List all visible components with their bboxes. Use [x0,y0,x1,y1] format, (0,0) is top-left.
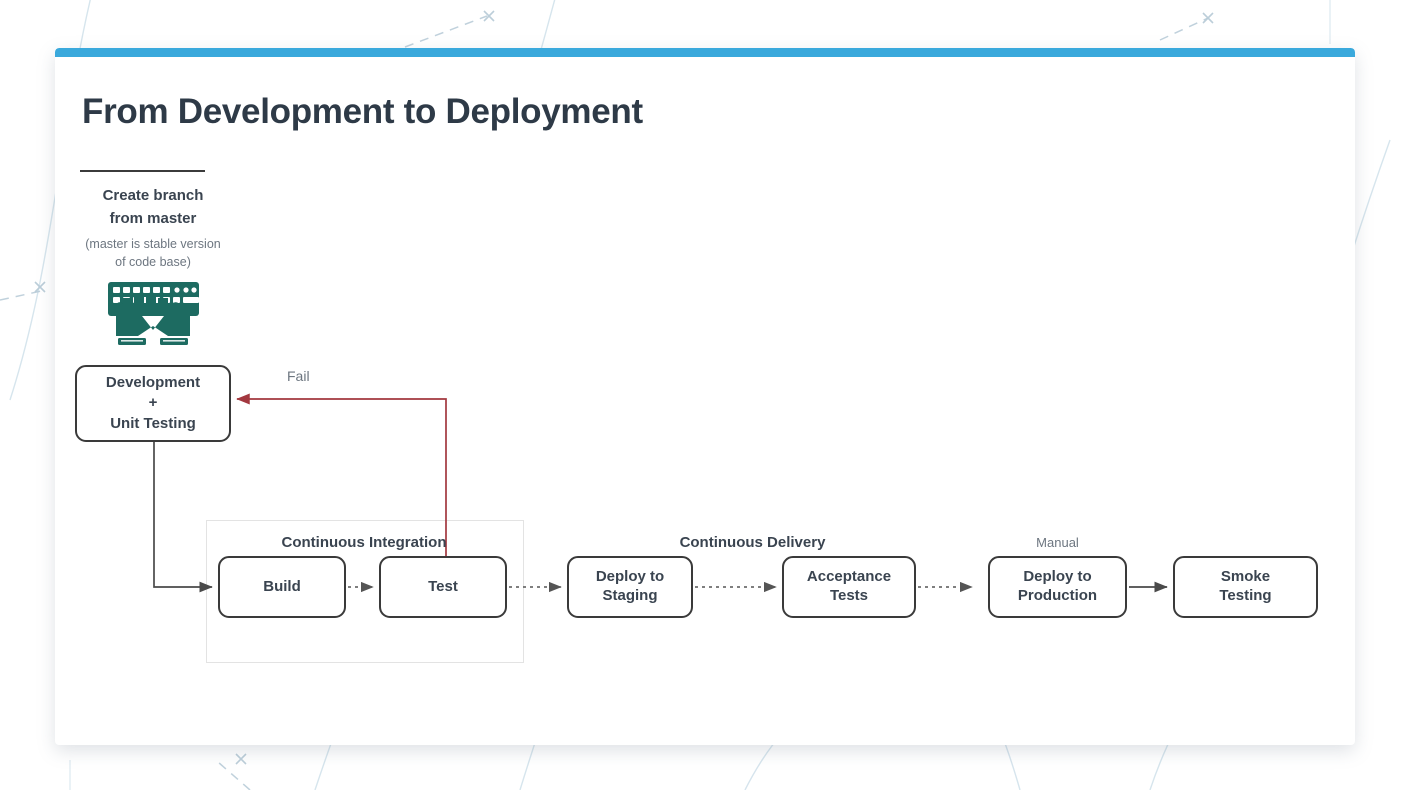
node-deploy-production-line1: Deploy to [1023,568,1092,586]
node-test[interactable]: Test [379,556,507,618]
node-acceptance-tests-line1: Acceptance [806,568,892,586]
node-smoke-testing[interactable]: Smoke Testing [1173,556,1318,618]
node-development-line2: + [148,394,158,412]
flow-connectors [153,393,1168,593]
continuous-integration-label: Continuous Integration [281,534,447,551]
create-branch-line1: Create branch [102,187,204,204]
create-branch-sub-line2: of code base) [115,255,191,270]
node-deploy-production[interactable]: Deploy to Production [988,556,1127,618]
fail-edge-label: Fail [287,368,310,384]
node-build[interactable]: Build [218,556,346,618]
page-title: From Development to Deployment [82,92,643,131]
create-branch-subtext: (master is stable version of code base) [55,235,251,271]
node-deploy-staging[interactable]: Deploy to Staging [567,556,693,618]
node-smoke-testing-line1: Smoke [1220,568,1271,586]
manual-label: Manual [1036,535,1079,550]
node-acceptance-tests-line2: Tests [829,587,869,604]
node-development[interactable]: Development + Unit Testing [75,365,231,442]
slide-card: From Development to Deployment Create br… [55,48,1355,745]
create-branch-line2: from master [109,210,197,228]
create-branch-label: Create branch from master [55,184,251,231]
keyboard-hands-icon [108,282,199,345]
create-branch-sub-line1: (master is stable version [85,237,221,251]
node-development-line3: Unit Testing [110,414,196,432]
card-accent-bar [55,48,1355,57]
node-deploy-staging-line1: Deploy to [595,568,665,586]
node-deploy-staging-line2: Staging [602,587,658,604]
node-smoke-testing-line2: Testing [1219,587,1272,604]
divider-rule [80,170,205,172]
node-development-line1: Development [105,374,201,392]
continuous-delivery-label: Continuous Delivery [679,534,826,551]
node-acceptance-tests[interactable]: Acceptance Tests [782,556,916,618]
node-deploy-production-line2: Production [1017,587,1098,604]
